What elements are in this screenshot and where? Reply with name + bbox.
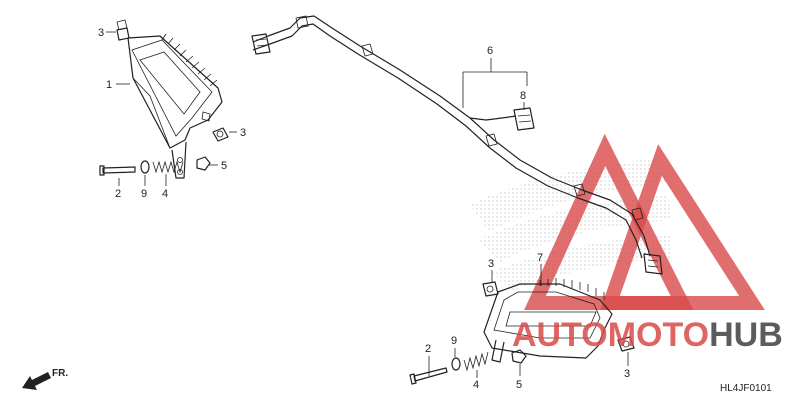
callout-harness-connector: 8 — [520, 90, 526, 102]
watermark-wordmark: AUTOMOTOHUB — [512, 316, 783, 354]
callout-upper-grommet-right: 3 — [240, 127, 246, 139]
front-direction-indicator: FR. — [22, 368, 68, 390]
lower-grommet-right — [617, 336, 635, 352]
callout-labels: 3 1 3 5 2 9 4 6 8 3 7 9 2 4 5 3 — [98, 27, 630, 391]
upper-headlight-assembly — [127, 33, 223, 179]
callout-wire-harness: 6 — [487, 45, 493, 57]
upper-bolt — [99, 165, 136, 176]
callout-lower-headlight: 7 — [537, 252, 543, 264]
callout-upper-washer: 9 — [141, 188, 147, 200]
callout-upper-headlight: 1 — [106, 79, 112, 91]
callout-upper-spring: 4 — [162, 188, 168, 200]
lower-heatsink-fins — [539, 278, 605, 300]
harness-connector-left — [251, 33, 271, 55]
wire-harness — [252, 15, 651, 259]
upper-grommet-right — [212, 127, 229, 142]
callout-lower-spring: 4 — [473, 379, 479, 391]
direction-label: FR. — [52, 368, 68, 379]
harness-connector-right — [643, 253, 663, 275]
lower-grommet-top — [482, 281, 499, 297]
lower-washer — [451, 357, 461, 371]
lower-headlight-assembly — [483, 278, 613, 363]
upper-spring — [152, 160, 184, 174]
harness-connector-8 — [513, 107, 535, 131]
callout-upper-bolt: 2 — [115, 188, 121, 200]
callout-upper-nut: 5 — [221, 160, 227, 172]
upper-grommet-top — [116, 19, 130, 41]
upper-heatsink-fins — [161, 33, 218, 87]
watermark-triangle-logo — [524, 133, 765, 310]
callout-lower-bolt: 2 — [425, 343, 431, 355]
diagram-code: HL4JF0101 — [720, 383, 772, 394]
callout-lower-grommet-right: 3 — [624, 368, 630, 380]
upper-nut — [196, 156, 211, 171]
callout-upper-grommet-top: 3 — [98, 27, 104, 39]
lower-bolt — [409, 367, 448, 385]
lower-nut — [511, 349, 527, 364]
upper-washer — [140, 160, 150, 174]
front-arrow-icon — [22, 372, 51, 390]
callout-lower-grommet-top: 3 — [488, 258, 494, 270]
callout-lower-nut: 5 — [516, 379, 522, 391]
lower-spring — [463, 351, 489, 372]
callout-lower-washer: 9 — [451, 335, 457, 347]
